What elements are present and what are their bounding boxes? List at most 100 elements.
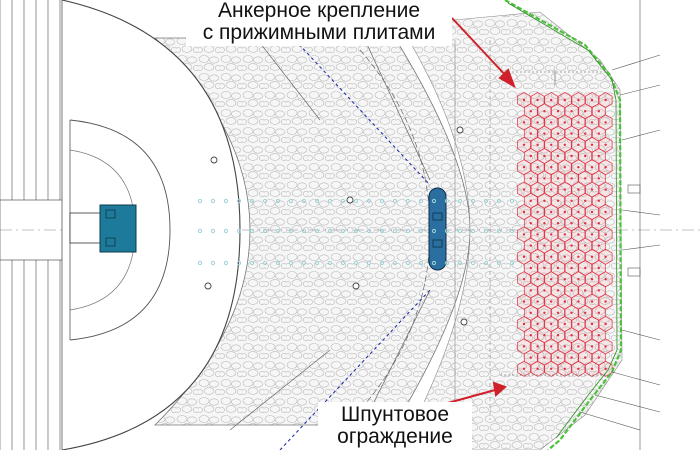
injection-point [327,260,333,266]
anchor-point [597,222,600,225]
callout-anchor-plates: Анкерное крепление с прижимными плитами [186,0,452,47]
injection-point [301,198,307,204]
anchor-point [590,322,594,326]
anchor-point [563,98,566,102]
sheet-piling-wall [504,0,623,451]
injection-point [444,260,450,266]
anchor-point [597,311,600,314]
anchor-point [584,289,587,292]
anchor-point [550,278,553,281]
anchor-point [584,222,587,225]
injection-point [470,260,476,266]
anchor-point [604,210,607,214]
anchor-point [536,345,539,348]
injection-point [418,198,424,204]
injection-point [431,228,437,234]
anchor-point [556,289,560,292]
anchor-point [584,356,587,359]
injection-point [496,198,502,204]
anchor-point [584,244,587,247]
injection-point [509,260,515,266]
anchor-cables [279,39,431,451]
anchor-point [590,233,594,236]
anchor-point [550,98,553,102]
anchor-point [584,199,587,202]
anchor-point [543,132,546,135]
anchor-point [522,188,526,191]
anchor-point [584,334,587,337]
callout-sheet-line-1: Шпунтовое [340,403,450,426]
injection-point [483,260,489,266]
anchor-point [522,233,526,236]
anchor-point [556,199,560,202]
anchor-point [556,132,560,135]
anchor-point [556,311,560,314]
anchor-point [597,289,600,292]
injection-point [509,228,515,234]
anchor-point [536,98,539,102]
injection-point [353,260,359,266]
anchor-point [529,244,532,247]
anchor-point [550,233,553,236]
anchor-point [522,121,526,124]
anchor-point [577,98,580,102]
anchor-point [590,210,594,214]
injection-point [405,198,411,204]
anchor-point [604,278,607,281]
anchor-point [556,222,560,225]
anchor-point [543,244,546,247]
anchor-point [522,345,526,348]
anchor-point [550,166,553,169]
injection-point [210,228,216,234]
anchor-point [556,356,560,359]
anchor-point [529,266,532,270]
injection-point [210,198,216,204]
anchor-point [604,233,607,236]
anchor-point [536,143,539,146]
anchor-point [543,222,546,225]
anchor-point [556,110,560,113]
anchor-point [529,154,532,158]
anchor-point [604,300,607,303]
anchor-point [577,367,580,370]
injection-point [444,228,450,234]
anchor-point [556,177,560,180]
injection-point [262,198,268,204]
anchor-point [604,367,607,370]
anchor-point [577,255,580,258]
injection-point [366,198,372,204]
anchor-point [563,345,566,348]
anchor-point [590,300,594,303]
injection-point [483,198,489,204]
anchor-point [604,322,607,326]
anchor-point [577,166,580,169]
injection-point [288,260,294,266]
injection-point [483,228,489,234]
injection-point [379,198,385,204]
anchor-point [563,300,566,303]
anchor-point [577,278,580,281]
injection-point [392,198,398,204]
anchor-point [584,266,587,270]
injection-point [392,228,398,234]
injection-point [340,260,346,266]
anchor-point [590,188,594,191]
anchor-point [563,166,566,169]
injection-point [197,198,203,204]
injection-point [327,198,333,204]
anchor-point [577,143,580,146]
anchor-point [563,188,566,191]
anchor-point [563,255,566,258]
anchor-point [529,334,532,337]
injection-point [223,198,229,204]
injection-point [457,260,463,266]
anchor-point [563,121,566,124]
injection-point [314,228,320,234]
injection-point [418,228,424,234]
anchor-point [522,367,526,370]
mooring-buoy [428,187,447,271]
anchor-point [550,188,553,191]
injection-point [392,260,398,266]
anchor-point [590,278,594,281]
anchor-point [584,132,587,135]
